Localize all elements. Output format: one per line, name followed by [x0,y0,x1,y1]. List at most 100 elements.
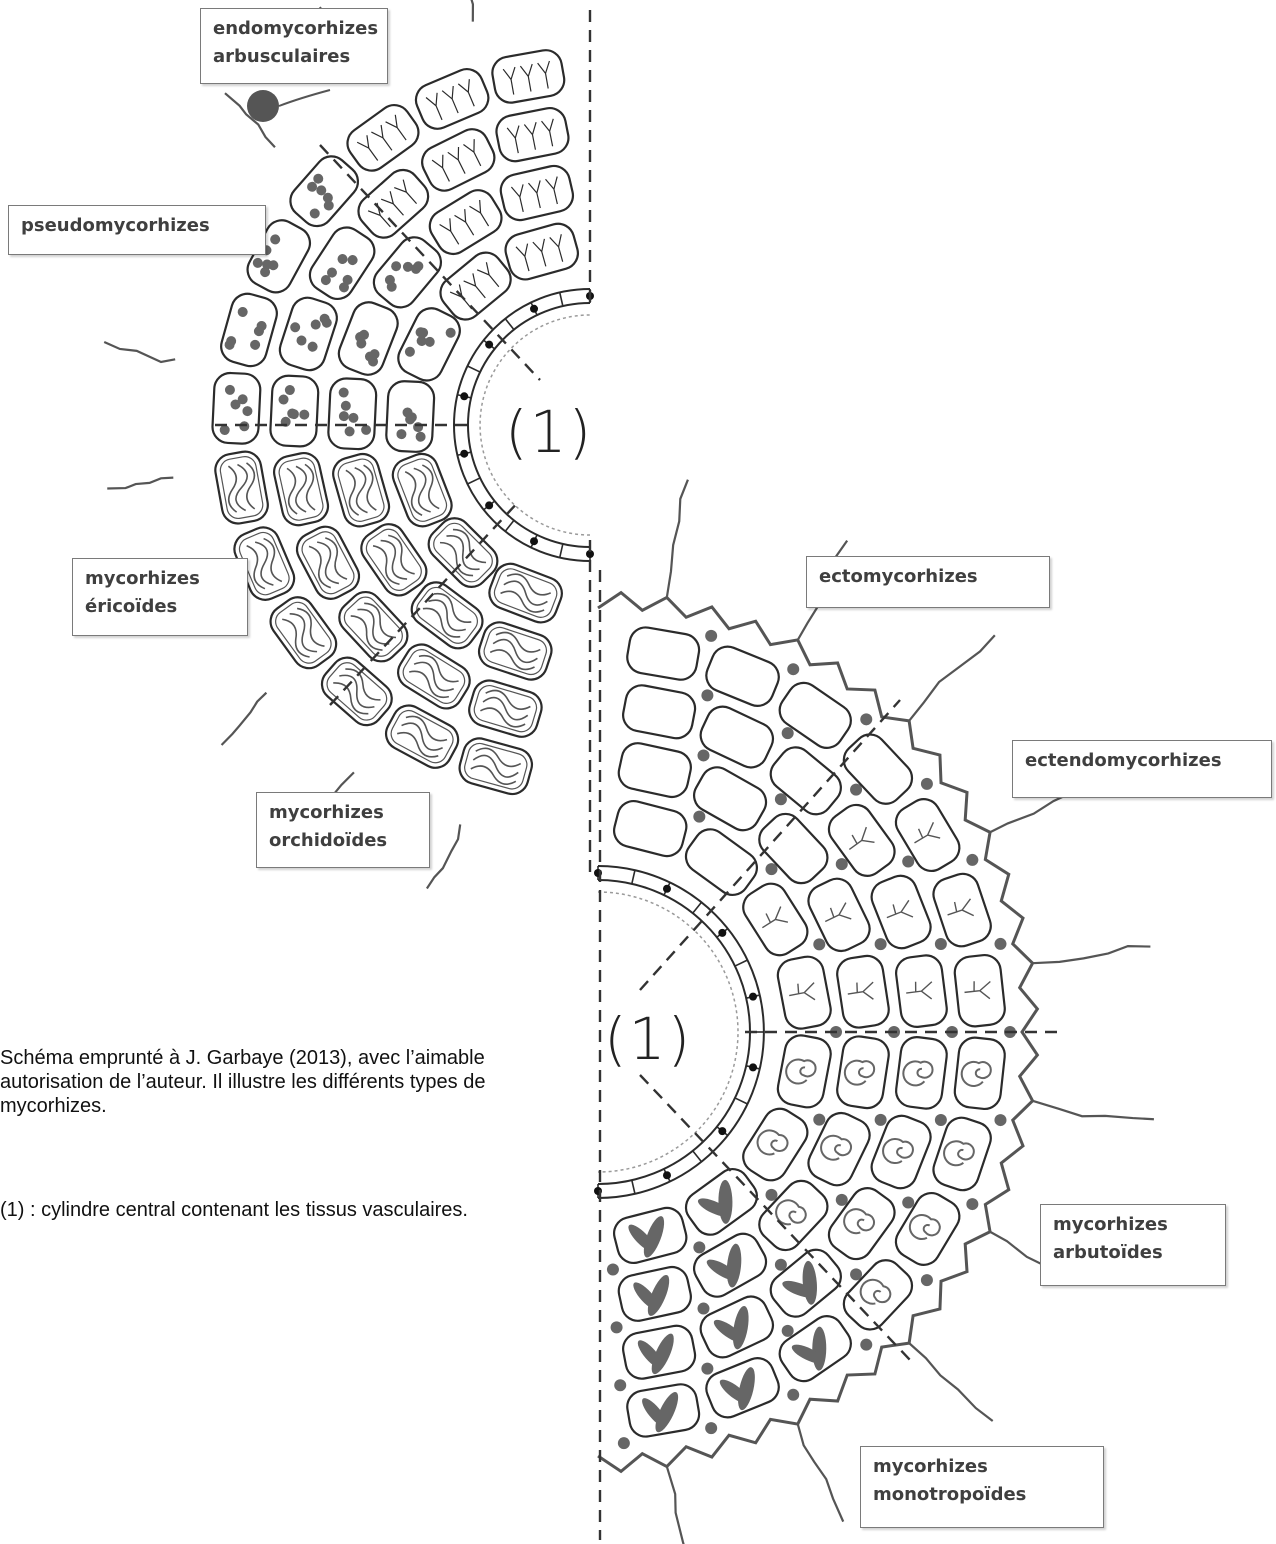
label-ectomycorhizes: ectomycorhizes [806,556,1050,608]
casparian-dot [485,341,493,349]
label-line: orchidoïdes [269,827,417,855]
hartig-net-node [782,727,794,739]
endodermis-wall [632,1180,635,1194]
external-hypha [222,693,267,745]
label-mycorhizes-orchidoides: mycorhizes orchidoïdes [256,792,430,868]
cortex-cell [328,378,377,450]
external-hypha [909,635,995,721]
cortex-cell [701,642,783,711]
cortex-cell [271,450,331,528]
hartig-net-node [618,1437,630,1449]
cortex-cell [701,1353,784,1423]
cortex-cell [764,1243,848,1324]
hartig-net-node [611,1321,623,1333]
cortex-cell [475,618,556,684]
external-hypha [455,0,473,22]
cortex-cell [392,638,476,714]
cortex-cell [367,231,447,314]
cortex-cell [424,184,508,260]
cortex-cell [890,1187,965,1271]
cell-wall [835,1034,891,1110]
hartig-net-node [701,689,713,701]
hartig-net-node [902,855,914,867]
label-line: arbusculaires [213,43,375,71]
cortex-cell [411,64,493,134]
hartig-net-node [994,1114,1006,1126]
hartig-net-node [705,1422,717,1434]
cortex-cell [611,798,690,860]
cell-wall [367,231,447,314]
hartig-net-node [705,630,717,642]
cortex-cell [680,823,764,901]
endodermis-wall [693,1151,702,1162]
casparian-dot [460,392,468,400]
hartig-net-node [860,713,872,725]
hartig-net-node [693,811,705,823]
label-mycorhizes-ericoides: mycorhizes éricoïdes [72,558,248,636]
hartig-net-node [875,938,887,950]
caption-source: Schéma emprunté à J. Garbaye (2013), ave… [0,1046,560,1118]
external-hypha [667,480,688,598]
cortex-cell [304,221,381,305]
cortex-cell [611,1204,691,1267]
cortex-cell [291,521,364,604]
cortex-cell [405,576,489,655]
hartig-net-node [701,1363,713,1375]
endodermis-wall [735,960,748,966]
label-pseudomycorhizes: pseudomycorhizes [8,205,266,255]
endodermis-wall [632,870,635,884]
cell-wall [701,642,783,711]
cortex-cell [835,1034,891,1110]
label-line: éricoïdes [85,593,235,621]
label-line: ectomycorhizes [819,563,1037,591]
label-mycorhizes-monotropoides: mycorhizes monotropoïdes [860,1446,1104,1528]
hartig-net-node [614,1379,626,1391]
cell-wall [823,1182,901,1266]
external-hypha [427,824,460,888]
casparian-dot [460,450,468,458]
label-line: pseudomycorhizes [21,212,253,240]
cortex-cell [388,449,456,531]
hartig-net-node [775,793,787,805]
endodermis-wall [467,478,480,484]
cortex-cell [485,559,567,627]
hartig-net-node [935,938,947,950]
cortex-cell [775,1033,833,1110]
casparian-dot [749,993,757,1001]
cortex-cell [284,150,365,233]
central-cylinder-marker-top: (1) [505,398,593,466]
label-line: arbutoïdes [1053,1239,1213,1267]
cortex-cell [775,954,833,1031]
cortex-cell [625,1382,702,1441]
cortex-cell [386,380,435,452]
cortex-cell [341,99,425,177]
cortex-cell [276,294,341,375]
casparian-dot [530,305,538,313]
cortex-cell [270,375,319,447]
cortex-cell [953,1036,1006,1111]
cell-wall [611,798,690,860]
casparian-dot [718,929,726,937]
label-line: mycorhizes [85,565,235,593]
casparian-dot [663,885,671,893]
cortex-cell [773,677,857,755]
label-endomycorhizes-arbusculaires: endomycorhizes arbusculaires [200,8,388,84]
label-line: mycorhizes [873,1453,1091,1481]
hartig-net-node [836,858,848,870]
hartig-net-node [935,1114,947,1126]
cortex-cell [315,651,398,732]
hartig-net-node [860,1339,872,1351]
hartig-net-node [921,778,933,790]
cortex-cell [334,298,402,380]
label-line: endomycorhizes [213,15,375,43]
external-hypha [104,342,175,362]
cortex-cell [502,220,582,283]
casparian-dot [530,537,538,545]
hartig-net-node [787,663,799,675]
cell-wall [625,625,702,682]
cell-wall [764,741,847,821]
endodermis-wall [467,366,480,372]
endodermis-wall [735,1098,748,1104]
cortex-cell [894,1035,948,1110]
hartig-net-node [787,1389,799,1401]
